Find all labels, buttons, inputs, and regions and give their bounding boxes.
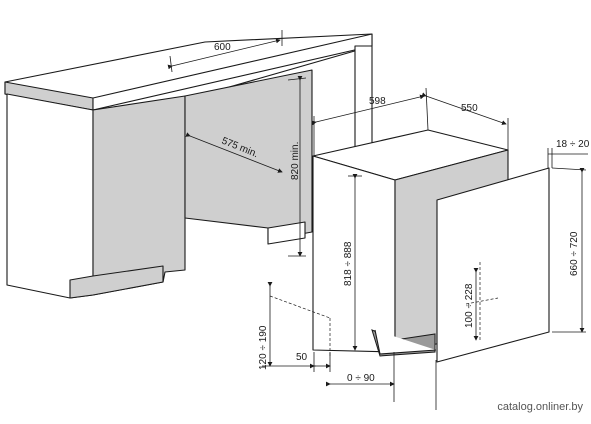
dimension-lines [167,30,588,410]
label-100-228: 100 ÷ 228 [464,283,475,328]
label-18-20: 18 ÷ 20 [556,139,590,150]
label-660-720: 660 ÷ 720 [569,231,580,276]
label-0-90: 0 ÷ 90 [347,373,375,384]
left-cabinet [6,93,186,299]
label-598: 598 [369,96,386,107]
label-818-888: 818 ÷ 888 [343,241,354,286]
label-50: 50 [296,352,308,363]
label-120-190: 120 ÷ 190 [258,325,269,370]
plinth-guides [269,262,499,356]
label-820: 820 min. [290,142,301,180]
door-panel [436,167,550,363]
watermark: catalog.onliner.by [497,401,583,413]
label-600: 600 [214,42,231,53]
label-550: 550 [461,103,478,114]
